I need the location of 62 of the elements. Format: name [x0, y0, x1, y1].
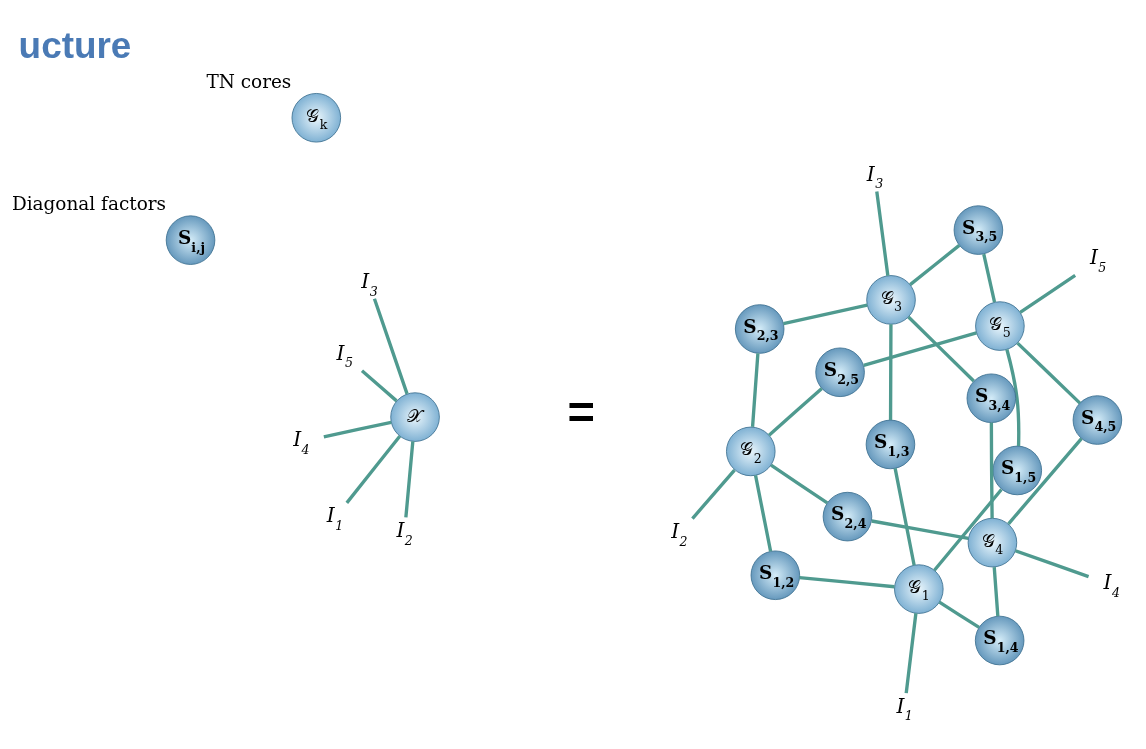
connector [372, 297, 409, 394]
connector [992, 566, 1000, 616]
connector [909, 243, 961, 286]
node-text: I$_{3}$ [361, 268, 378, 299]
node-text: I$_{5}$ [1089, 244, 1107, 275]
connector [875, 190, 890, 276]
connector [863, 330, 977, 367]
node-circle: 𝒢$_{2}$ [726, 426, 776, 476]
node-circle: S$_{1,3}$ [865, 419, 916, 469]
connector [982, 253, 997, 302]
node-circle: 𝒳 [390, 391, 440, 442]
node-text: I$_{1}$ [896, 693, 913, 723]
connector [938, 600, 980, 629]
connector [1007, 437, 1083, 525]
connector [1016, 341, 1082, 404]
connector [1014, 548, 1090, 578]
connector [933, 487, 1003, 571]
node-circle: S$_{1,5}$ [992, 445, 1042, 495]
node-text: I$_{2}$ [671, 518, 688, 549]
connector [767, 386, 823, 436]
node-circle: 𝒢$_{5}$ [975, 300, 1025, 351]
node-text: I$_{2}$ [396, 517, 413, 548]
node-text: I$_{5}$ [336, 340, 353, 370]
connector [691, 468, 736, 520]
connector [753, 474, 773, 552]
connector [907, 315, 975, 382]
node-circle: S$_{3,4}$ [966, 373, 1017, 423]
label: = [567, 384, 595, 438]
node-label: TN cores [206, 70, 292, 92]
node-circle: 𝒢$_{k}$ [291, 92, 342, 142]
node-circle: S$_{3,5}$ [953, 204, 1004, 255]
node-circle: S$_{2,4}$ [822, 491, 873, 541]
connector [1019, 273, 1077, 314]
node-circle: S$_{1,4}$ [974, 615, 1025, 665]
node-circle: S$_{4,5}$ [1072, 394, 1123, 445]
connector [989, 422, 994, 518]
node-circle: 𝒢$_{4}$ [967, 517, 1018, 567]
connector [323, 420, 392, 439]
connector [893, 467, 916, 565]
connector [799, 575, 895, 588]
node-text: I$_{3}$ [866, 161, 884, 191]
node-text: I$_{4}$ [293, 426, 310, 457]
connector [871, 518, 969, 540]
connector [345, 434, 402, 504]
node-circle: 𝒢$_{1}$ [894, 563, 944, 614]
node-text: I$_{1}$ [326, 502, 344, 533]
node-text: I$_{4}$ [1103, 569, 1120, 600]
connector [770, 463, 829, 504]
node-circle: S$_{i,j}$ [165, 214, 216, 265]
connector [888, 323, 893, 420]
connector [750, 352, 760, 427]
connector [904, 612, 918, 693]
connector [404, 440, 415, 518]
node-circle: 𝒢$_{3}$ [866, 274, 916, 325]
node-circle: S$_{2,3}$ [734, 303, 785, 354]
node-label: Diagonal factors [11, 192, 167, 214]
node-circle: S$_{2,5}$ [815, 347, 865, 397]
connector [783, 303, 868, 325]
node-circle: S$_{1,2}$ [750, 550, 801, 600]
connector [360, 368, 398, 402]
diagram-title: ucture [18, 24, 132, 66]
connector [1005, 348, 1021, 446]
